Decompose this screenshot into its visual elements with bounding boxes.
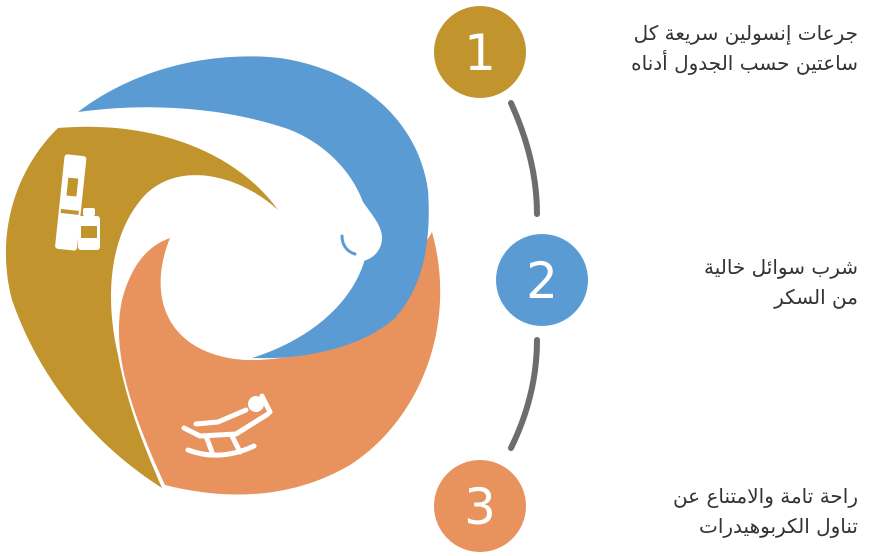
insulin-vial-label <box>81 226 97 238</box>
step-3-number: 3 <box>464 478 496 536</box>
step-1-badge: 1 <box>434 6 526 98</box>
person-head <box>248 396 264 412</box>
segment-blue <box>78 56 429 359</box>
chair-rocker <box>185 443 257 458</box>
segment-orange <box>118 232 441 495</box>
connector-arc-2-3 <box>508 337 540 451</box>
step-1-number: 1 <box>464 24 496 82</box>
insulin-pen-band <box>60 209 79 215</box>
step-2-badge: 2 <box>496 234 588 326</box>
person-body <box>193 407 249 427</box>
water-drop-highlight <box>340 234 357 256</box>
step-1-description: جرعات إنسولين سريعة كل ساعتين حسب الجدول… <box>631 18 858 78</box>
step-2-number: 2 <box>526 252 558 310</box>
rocking-chair-rest-icon <box>181 393 273 458</box>
connector-arc-1-2 <box>508 100 540 217</box>
step-1-line-1: جرعات إنسولين سريعة كل <box>633 21 858 45</box>
step-3-badge: 3 <box>434 460 526 552</box>
insulin-pen-window <box>66 177 79 197</box>
chair-back <box>259 393 273 415</box>
step-3-description: راحة تامة والامتناع عن تناول الكربوهيدرا… <box>673 481 858 541</box>
step-1-line-2: ساعتين حسب الجدول أدناه <box>631 51 858 75</box>
chair-seat <box>181 411 271 439</box>
insulin-vial-cap <box>83 208 95 216</box>
step-2-description: شرب سوائل خالية من السكر <box>704 252 858 312</box>
step-2-line-1: شرب سوائل خالية <box>703 255 858 279</box>
step-3-line-2: تناول الكربوهيدرات <box>699 514 858 538</box>
step-3-line-1: راحة تامة والامتناع عن <box>672 484 858 508</box>
insulin-pen-and-vial-icon <box>55 154 100 251</box>
step-2-line-2: من السكر <box>774 285 858 309</box>
